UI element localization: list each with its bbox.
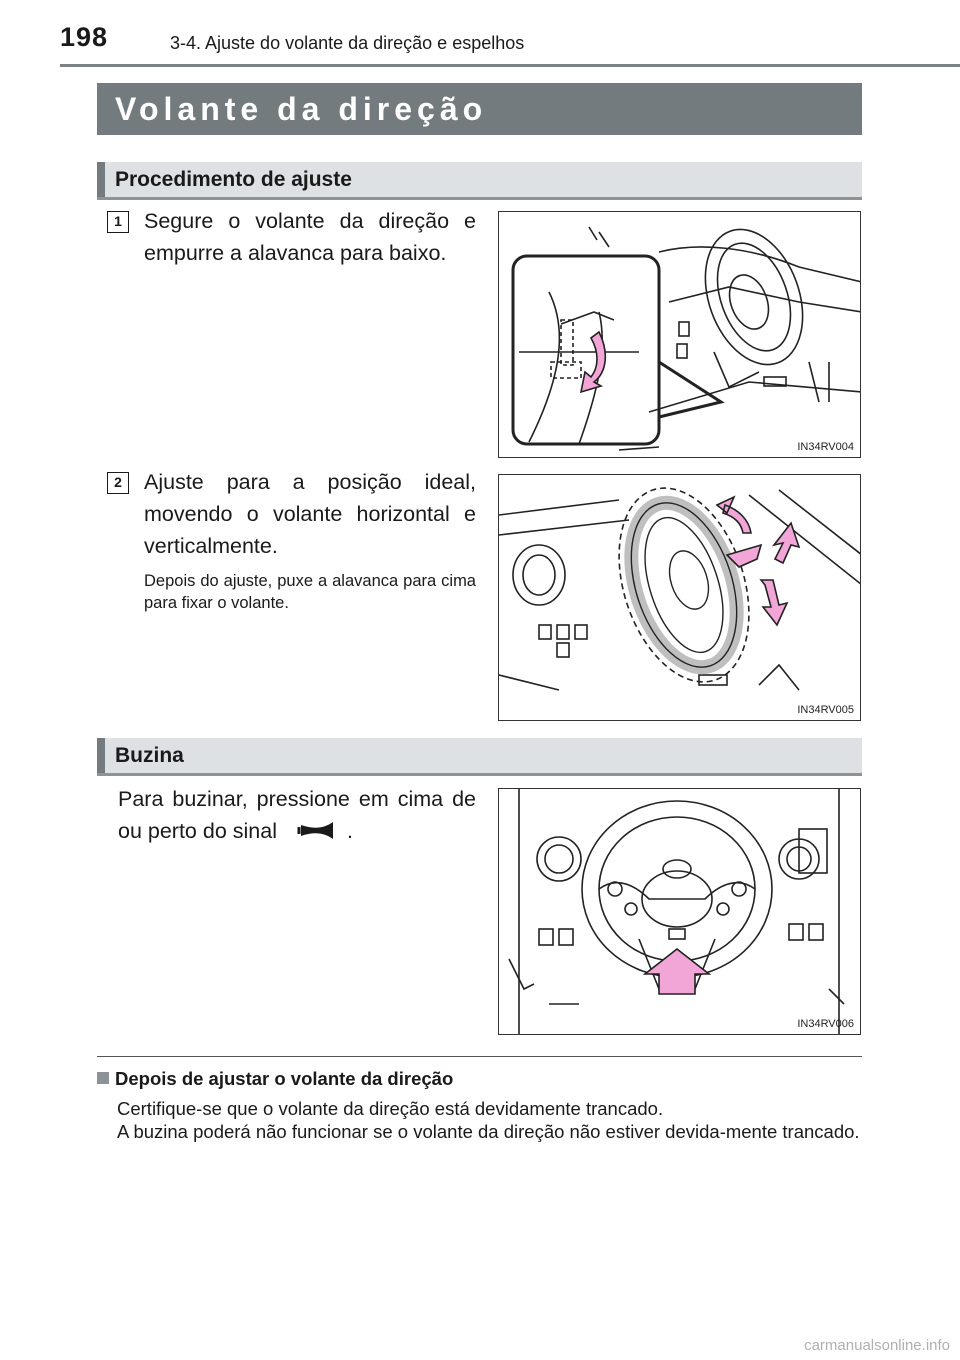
rotate-arrow-icon: [715, 495, 752, 534]
note-line-1: Certifique-se que o volante da direção e…: [117, 1098, 664, 1119]
figure-code: IN34RV004: [797, 441, 854, 453]
lever-illustration: [511, 226, 860, 451]
note-title: Depois de ajustar o volante da direção: [97, 1068, 453, 1090]
section-heading-horn: Buzina: [97, 738, 862, 776]
adjust-illustration: [499, 487, 860, 691]
up-arrow-icon: [772, 521, 801, 565]
figure-adjust: IN34RV005: [498, 474, 861, 721]
down-arrow-icon: [579, 330, 607, 394]
step-2-note: Depois do ajuste, puxe a alavanca para c…: [144, 572, 476, 612]
step-1-text: Segure o volante da direção e empurre a …: [144, 209, 476, 265]
page-title: Volante da direção: [97, 83, 862, 135]
watermark: carmanualsonline.info: [804, 1337, 950, 1354]
down-arrow-icon: [759, 579, 789, 627]
horn-text-after: .: [346, 819, 353, 843]
section-heading-label: Buzina: [115, 744, 184, 767]
up-arrow-icon: [642, 947, 712, 995]
header-rule: [60, 64, 960, 67]
bullet-square-icon: [97, 1072, 109, 1084]
step-number-1: 1: [107, 211, 129, 233]
note-title-text: Depois de ajustar o volante da direção: [115, 1068, 454, 1089]
step-number-2: 2: [107, 472, 129, 494]
horn-text: Para buzinar, pressione em cima de ou pe…: [118, 783, 476, 847]
note-text: Certifique-se que o volante da direção e…: [117, 1097, 862, 1143]
section-heading-label: Procedimento de ajuste: [115, 168, 352, 191]
forward-arrow-icon: [725, 543, 763, 568]
section-accent: [97, 738, 105, 773]
figure-code: IN34RV006: [797, 1018, 854, 1030]
running-header: 3-4. Ajuste do volante da direção e espe…: [170, 33, 525, 53]
note-rule: [97, 1056, 862, 1057]
horn-icon: [297, 822, 333, 839]
horn-illustration: [508, 789, 845, 1034]
section-accent: [97, 162, 105, 197]
figure-code: IN34RV005: [797, 704, 854, 716]
section-heading-procedure: Procedimento de ajuste: [97, 162, 862, 200]
step-2-text: Ajuste para a posição ideal, movendo o v…: [144, 470, 476, 558]
figure-lever: IN34RV004: [498, 211, 861, 458]
page-number: 198: [60, 22, 109, 52]
horn-text-before: Para buzinar, pressione em cima de ou pe…: [118, 787, 476, 843]
figure-horn: IN34RV006: [498, 788, 861, 1035]
note-line-2: A buzina poderá não funcionar se o volan…: [117, 1121, 860, 1142]
